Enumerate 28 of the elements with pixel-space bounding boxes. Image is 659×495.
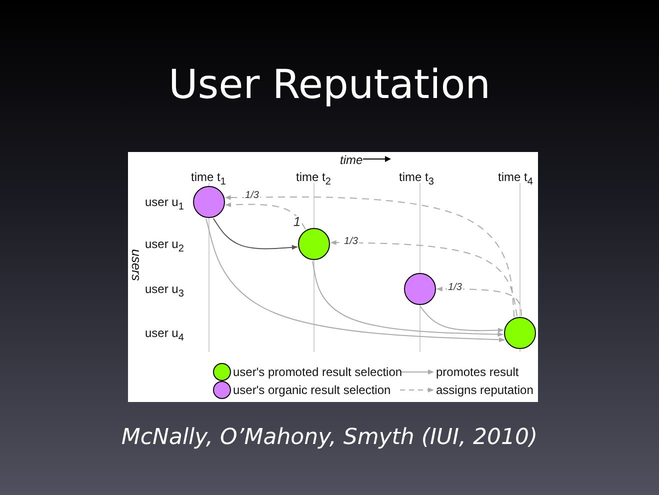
arrow — [212, 218, 298, 250]
dashed-arrow — [330, 240, 518, 317]
row-label: user u$_{4}$ — [145, 326, 184, 346]
arrow — [206, 218, 506, 342]
column-label: time t$_{4}$ — [498, 170, 533, 190]
row-label: user u$_{2}$ — [145, 237, 184, 256]
edge-label: 1 — [292, 216, 302, 227]
dashed-arrow — [225, 202, 306, 230]
citation: McNally, O’Mahony, Smyth (IUI, 2010) — [120, 425, 539, 450]
slide-title: User Reputation — [167, 62, 492, 108]
legend-text: user's organic result selection — [233, 383, 391, 397]
row-label: user u$_{3}$ — [145, 282, 184, 302]
edge-label: 1/3 — [343, 236, 359, 247]
column-label: time t$_{1}$ — [191, 170, 226, 190]
legend-text: promotes result — [436, 365, 519, 379]
legend-text: user's promoted result selection — [233, 365, 402, 379]
axis-title: time — [340, 153, 363, 167]
column-label: time t$_{2}$ — [296, 170, 331, 190]
edge-label: 1/3 — [244, 190, 260, 201]
dashed-arrow — [436, 286, 522, 317]
arrow — [420, 306, 504, 333]
legend-text: assigns reputation — [436, 383, 534, 397]
row-label: user u$_{1}$ — [145, 195, 184, 214]
axis-title: users — [128, 249, 143, 281]
arrow — [312, 260, 504, 337]
column-label: time t$_{3}$ — [399, 170, 434, 190]
dashed-arrow — [224, 195, 515, 318]
edge-label: 1/3 — [447, 282, 463, 293]
